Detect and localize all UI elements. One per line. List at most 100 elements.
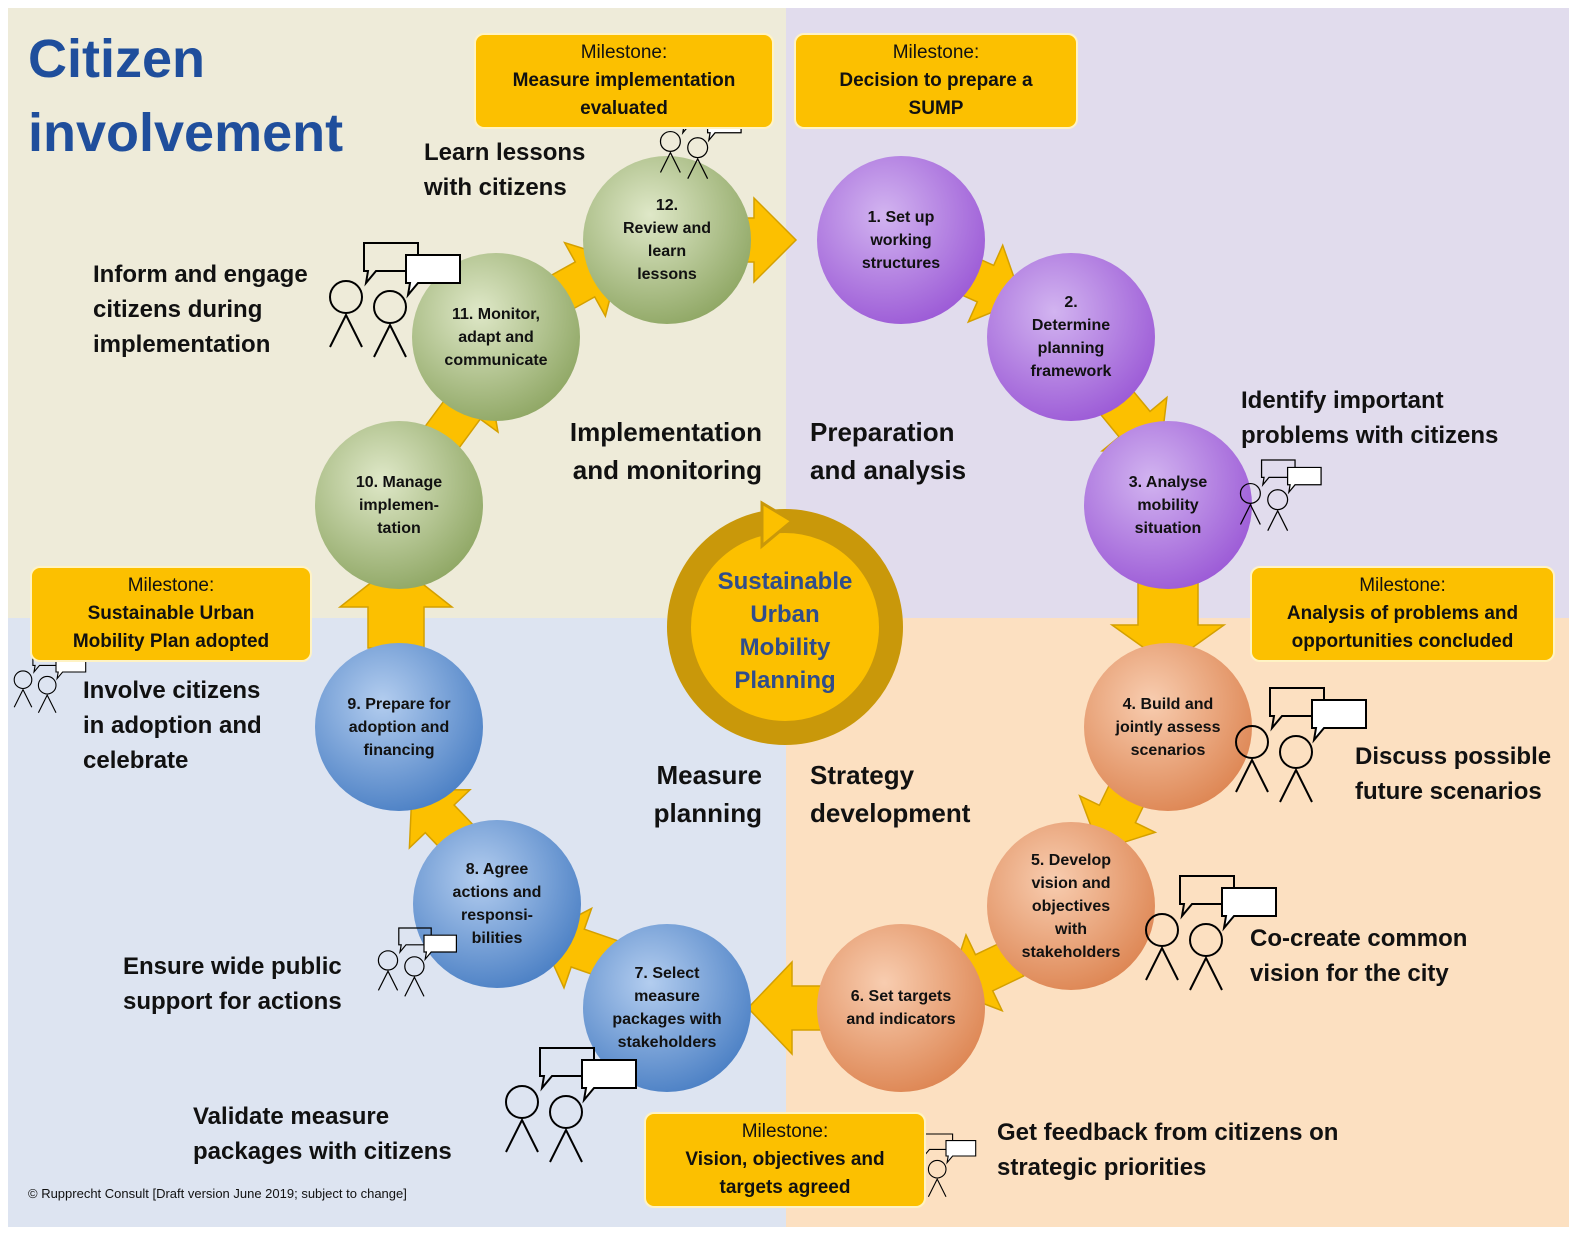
step-1-line: structures — [861, 254, 941, 272]
milestone-text-line-1: Sustainable Urban — [87, 603, 255, 624]
activity-co-create-vision: Co-create common vision for the city — [1250, 921, 1467, 991]
milestone-label: Milestone: — [892, 42, 980, 63]
step-1-circle — [817, 156, 985, 324]
milestone-vision-objectives-targets-agreed: Milestone: Vision, objectives and target… — [644, 1112, 926, 1208]
phase-implementation-line-1: Implementation — [569, 417, 762, 447]
step-3-label: 3. Analyse mobility situation — [1103, 435, 1233, 575]
center-label-line-1: Sustainable — [717, 568, 853, 595]
step-2-line: Determine — [1031, 317, 1111, 334]
step-9-circle — [315, 643, 483, 811]
phase-measure-line-1: Measure — [656, 760, 763, 790]
milestone-text-line-1: Decision to prepare a — [839, 70, 1033, 91]
step-7-line: packages with — [612, 1011, 722, 1028]
milestone-text-line-2: evaluated — [580, 98, 668, 119]
arrow-9-to-10 — [337, 562, 455, 649]
activity-line: Co-create common — [1250, 925, 1468, 952]
phase-preparation-line-2: and analysis — [810, 455, 967, 485]
step-3-line: situation — [1134, 519, 1202, 537]
step-10-label: 10. Manage implemen- tation — [334, 435, 464, 575]
phase-measure-line-2: planning — [653, 798, 762, 828]
milestone-analysis-concluded: Milestone: Analysis of problems and oppo… — [1250, 566, 1555, 662]
people-with-speech-icon — [377, 927, 458, 997]
center-label-line-2: Urban — [750, 601, 820, 628]
step-11-line: adapt and — [458, 328, 534, 346]
step-11-line: communicate — [444, 351, 548, 369]
step-8-label: 8. Agree actions and responsi- bilities — [432, 834, 562, 974]
step-4-line: scenarios — [1130, 741, 1206, 759]
people-with-speech-icon — [1239, 459, 1322, 531]
milestone-text-line-1: Vision, objectives and — [685, 1149, 885, 1170]
step-9-line: financing — [363, 741, 435, 759]
step-12-line: lessons — [637, 266, 697, 283]
title-line-1: Citizen — [28, 29, 206, 89]
activity-involve-adoption: Involve citizens in adoption and celebra… — [83, 673, 262, 778]
step-9-line: adoption and — [348, 718, 450, 736]
step-7-circle — [583, 924, 751, 1092]
step-12-line: Review and — [622, 220, 712, 237]
step-5-line: stakeholders — [1021, 943, 1121, 961]
step-6-line: 6. Set targets — [850, 988, 952, 1005]
activity-line: Learn lessons — [424, 139, 586, 166]
arrow-6-to-7 — [746, 960, 823, 1056]
step-9-line: 9. Prepare for — [347, 695, 451, 713]
activity-line: Involve citizens — [83, 677, 261, 704]
step-2-line: planning — [1037, 340, 1105, 357]
step-4-line: jointly assess — [1115, 718, 1221, 736]
activity-line: with citizens — [424, 174, 567, 201]
step-2-circle — [987, 253, 1155, 421]
step-3-circle — [1084, 421, 1252, 589]
activity-line: packages with citizens — [193, 1138, 452, 1165]
step-7-label: 7. Select measure packages with stakehol… — [602, 938, 732, 1078]
title-line-2: involvement — [28, 103, 344, 163]
step-8-line: 8. Agree — [465, 861, 529, 878]
step-2-label: 2. Determine planning framework — [1006, 267, 1136, 407]
activity-line: Identify important — [1241, 387, 1444, 414]
milestone-sump-adopted: Milestone: Sustainable Urban Mobility Pl… — [30, 566, 312, 662]
step-11-label: 11. Monitor, adapt and communicate — [431, 267, 561, 407]
milestone-text-line-2: SUMP — [908, 98, 964, 119]
step-10-line: tation — [377, 519, 421, 537]
step-8-line: actions and — [452, 884, 542, 901]
step-12-label: 12. Review and learn lessons — [602, 170, 732, 310]
activity-identify-problems: Identify important problems with citizen… — [1241, 383, 1498, 453]
phase-measure-label: Measure planning — [600, 756, 762, 832]
step-8-line: responsi- — [460, 907, 533, 924]
step-5-label: 5. Develop vision and objectives with st… — [1006, 836, 1136, 976]
phase-strategy-label: Strategy development — [810, 756, 970, 832]
milestone-decision-to-prepare-sump: Milestone: Decision to prepare a SUMP — [794, 33, 1078, 129]
step-5-line: 5. Develop — [1030, 851, 1112, 869]
step-7-line: measure — [634, 988, 700, 1005]
milestone-label: Milestone: — [127, 575, 215, 596]
step-5-line: with — [1055, 920, 1087, 938]
step-4-circle — [1084, 643, 1252, 811]
activity-validate-packages: Validate measure packages with citizens — [193, 1099, 452, 1169]
step-2-line: 2. — [1064, 294, 1078, 311]
phase-preparation-line-1: Preparation — [810, 417, 955, 447]
activity-line: strategic priorities — [997, 1154, 1207, 1181]
people-with-speech-icon — [505, 1047, 637, 1163]
step-10-circle — [315, 421, 483, 589]
activity-line: implementation — [93, 331, 271, 358]
milestone-label: Milestone: — [741, 1121, 829, 1142]
phase-strategy-line-1: Strategy — [810, 760, 915, 790]
milestone-text-line-2: Mobility Plan adopted — [72, 631, 270, 652]
center-cycle-ring — [667, 500, 903, 745]
activity-line: Inform and engage — [93, 261, 308, 288]
step-4-label: 4. Build and jointly assess scenarios — [1103, 657, 1233, 797]
milestone-text-line-2: targets agreed — [719, 1177, 851, 1198]
step-8-line: bilities — [471, 930, 523, 947]
milestone-text-line-1: Measure implementation — [512, 70, 736, 91]
activity-line: problems with citizens — [1241, 422, 1499, 449]
step-11-circle — [412, 253, 580, 421]
milestone-measure-implementation-evaluated: Milestone: Measure implementation evalua… — [474, 33, 774, 129]
phase-strategy-line-2: development — [810, 798, 971, 828]
center-label-line-3: Mobility — [739, 634, 831, 661]
activity-get-feedback: Get feedback from citizens on strategic … — [997, 1115, 1338, 1185]
copyright-notice: © Rupprecht Consult [Draft version June … — [28, 1186, 407, 1201]
activity-line: citizens during — [93, 296, 263, 323]
center-cycle-arrowhead — [760, 500, 795, 550]
milestone-label: Milestone: — [580, 42, 668, 63]
activity-public-support: Ensure wide public support for actions — [123, 949, 342, 1019]
step-6-line: and indicators — [846, 1011, 956, 1028]
